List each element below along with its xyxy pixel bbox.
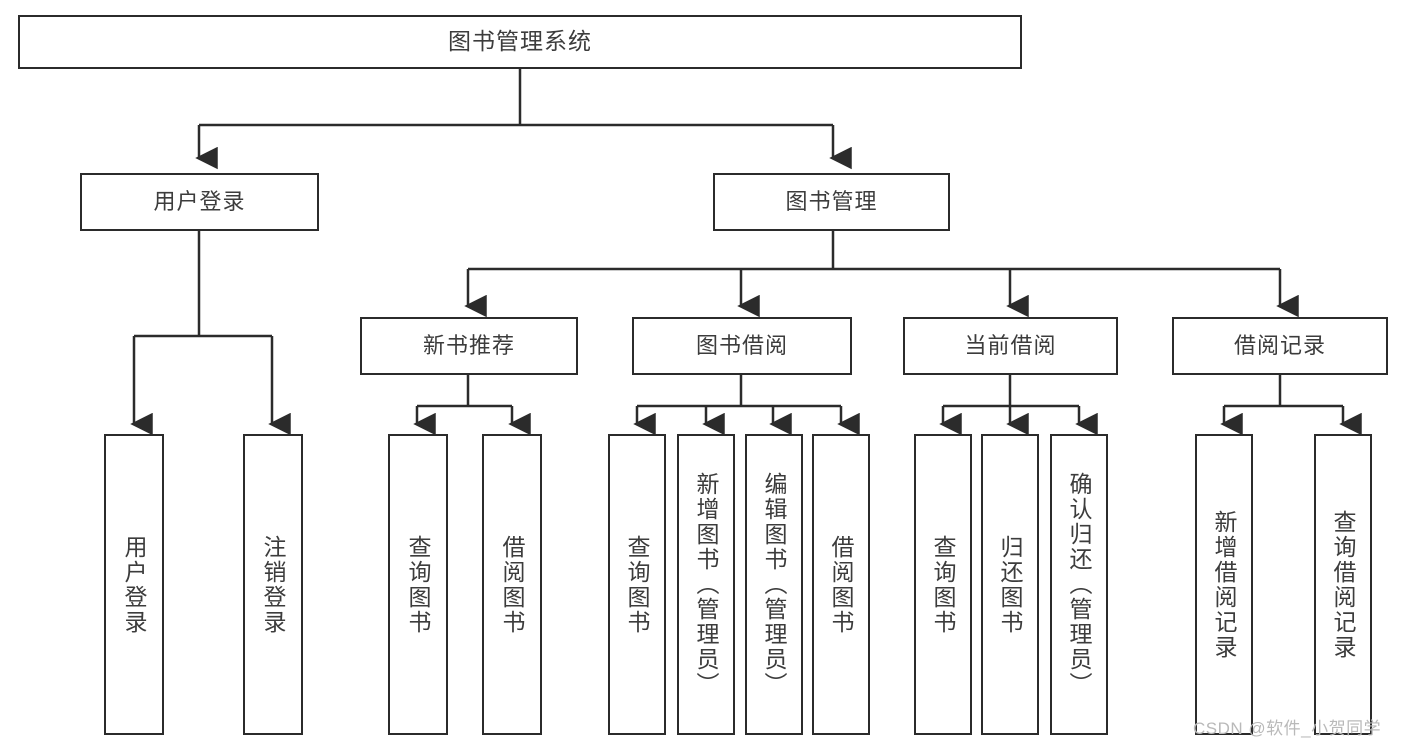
node-user-login[interactable]: 用户登录 [80,173,319,231]
node-leaf-edit-book-admin[interactable]: 编辑图书（管理员） [745,434,803,735]
node-leaf-logout-login[interactable]: 注销登录 [243,434,303,735]
node-label: 查询借阅记录 [1330,509,1357,660]
node-label: 查询图书 [405,534,432,635]
node-root-system[interactable]: 图书管理系统 [18,15,1022,69]
node-current-borrow[interactable]: 当前借阅 [903,317,1118,375]
node-label: 图书管理 [785,188,878,214]
node-label: 新增图书（管理员） [693,472,720,697]
node-new-book-recommend[interactable]: 新书推荐 [360,317,578,375]
node-label: 图书管理系统 [448,28,592,55]
node-leaf-confirm-return-admin[interactable]: 确认归还（管理员） [1050,434,1108,735]
node-book-borrow[interactable]: 图书借阅 [632,317,852,375]
node-leaf-add-book-admin[interactable]: 新增图书（管理员） [677,434,735,735]
node-label: 借阅记录 [1233,332,1326,358]
node-label: 归还图书 [997,534,1024,635]
csdn-watermark: CSDN @软件_小贺同学 [1193,719,1382,738]
node-label: 当前借阅 [964,332,1057,358]
node-leaf-add-borrow-record[interactable]: 新增借阅记录 [1195,434,1253,735]
node-label: 查询图书 [930,534,957,635]
node-leaf-borrow-book-recommend[interactable]: 借阅图书 [482,434,542,735]
node-leaf-return-book[interactable]: 归还图书 [981,434,1039,735]
node-label: 用户登录 [121,534,148,635]
node-label: 借阅图书 [499,534,526,635]
node-label: 编辑图书（管理员） [761,472,788,697]
node-label: 查询图书 [624,534,651,635]
node-leaf-query-borrow-record[interactable]: 查询借阅记录 [1314,434,1372,735]
node-leaf-borrow-book[interactable]: 借阅图书 [812,434,870,735]
node-label: 新增借阅记录 [1211,509,1238,660]
node-leaf-user-login[interactable]: 用户登录 [104,434,164,735]
node-leaf-query-book-borrow[interactable]: 查询图书 [608,434,666,735]
node-leaf-query-book-recommend[interactable]: 查询图书 [388,434,448,735]
node-borrow-record[interactable]: 借阅记录 [1172,317,1388,375]
node-book-management[interactable]: 图书管理 [713,173,950,231]
node-label: 用户登录 [153,188,246,214]
node-label: 注销登录 [260,534,287,635]
node-label: 新书推荐 [422,332,515,358]
node-leaf-query-book-current[interactable]: 查询图书 [914,434,972,735]
node-label: 确认归还（管理员） [1066,472,1093,697]
node-label: 借阅图书 [828,534,855,635]
node-label: 图书借阅 [695,332,788,358]
